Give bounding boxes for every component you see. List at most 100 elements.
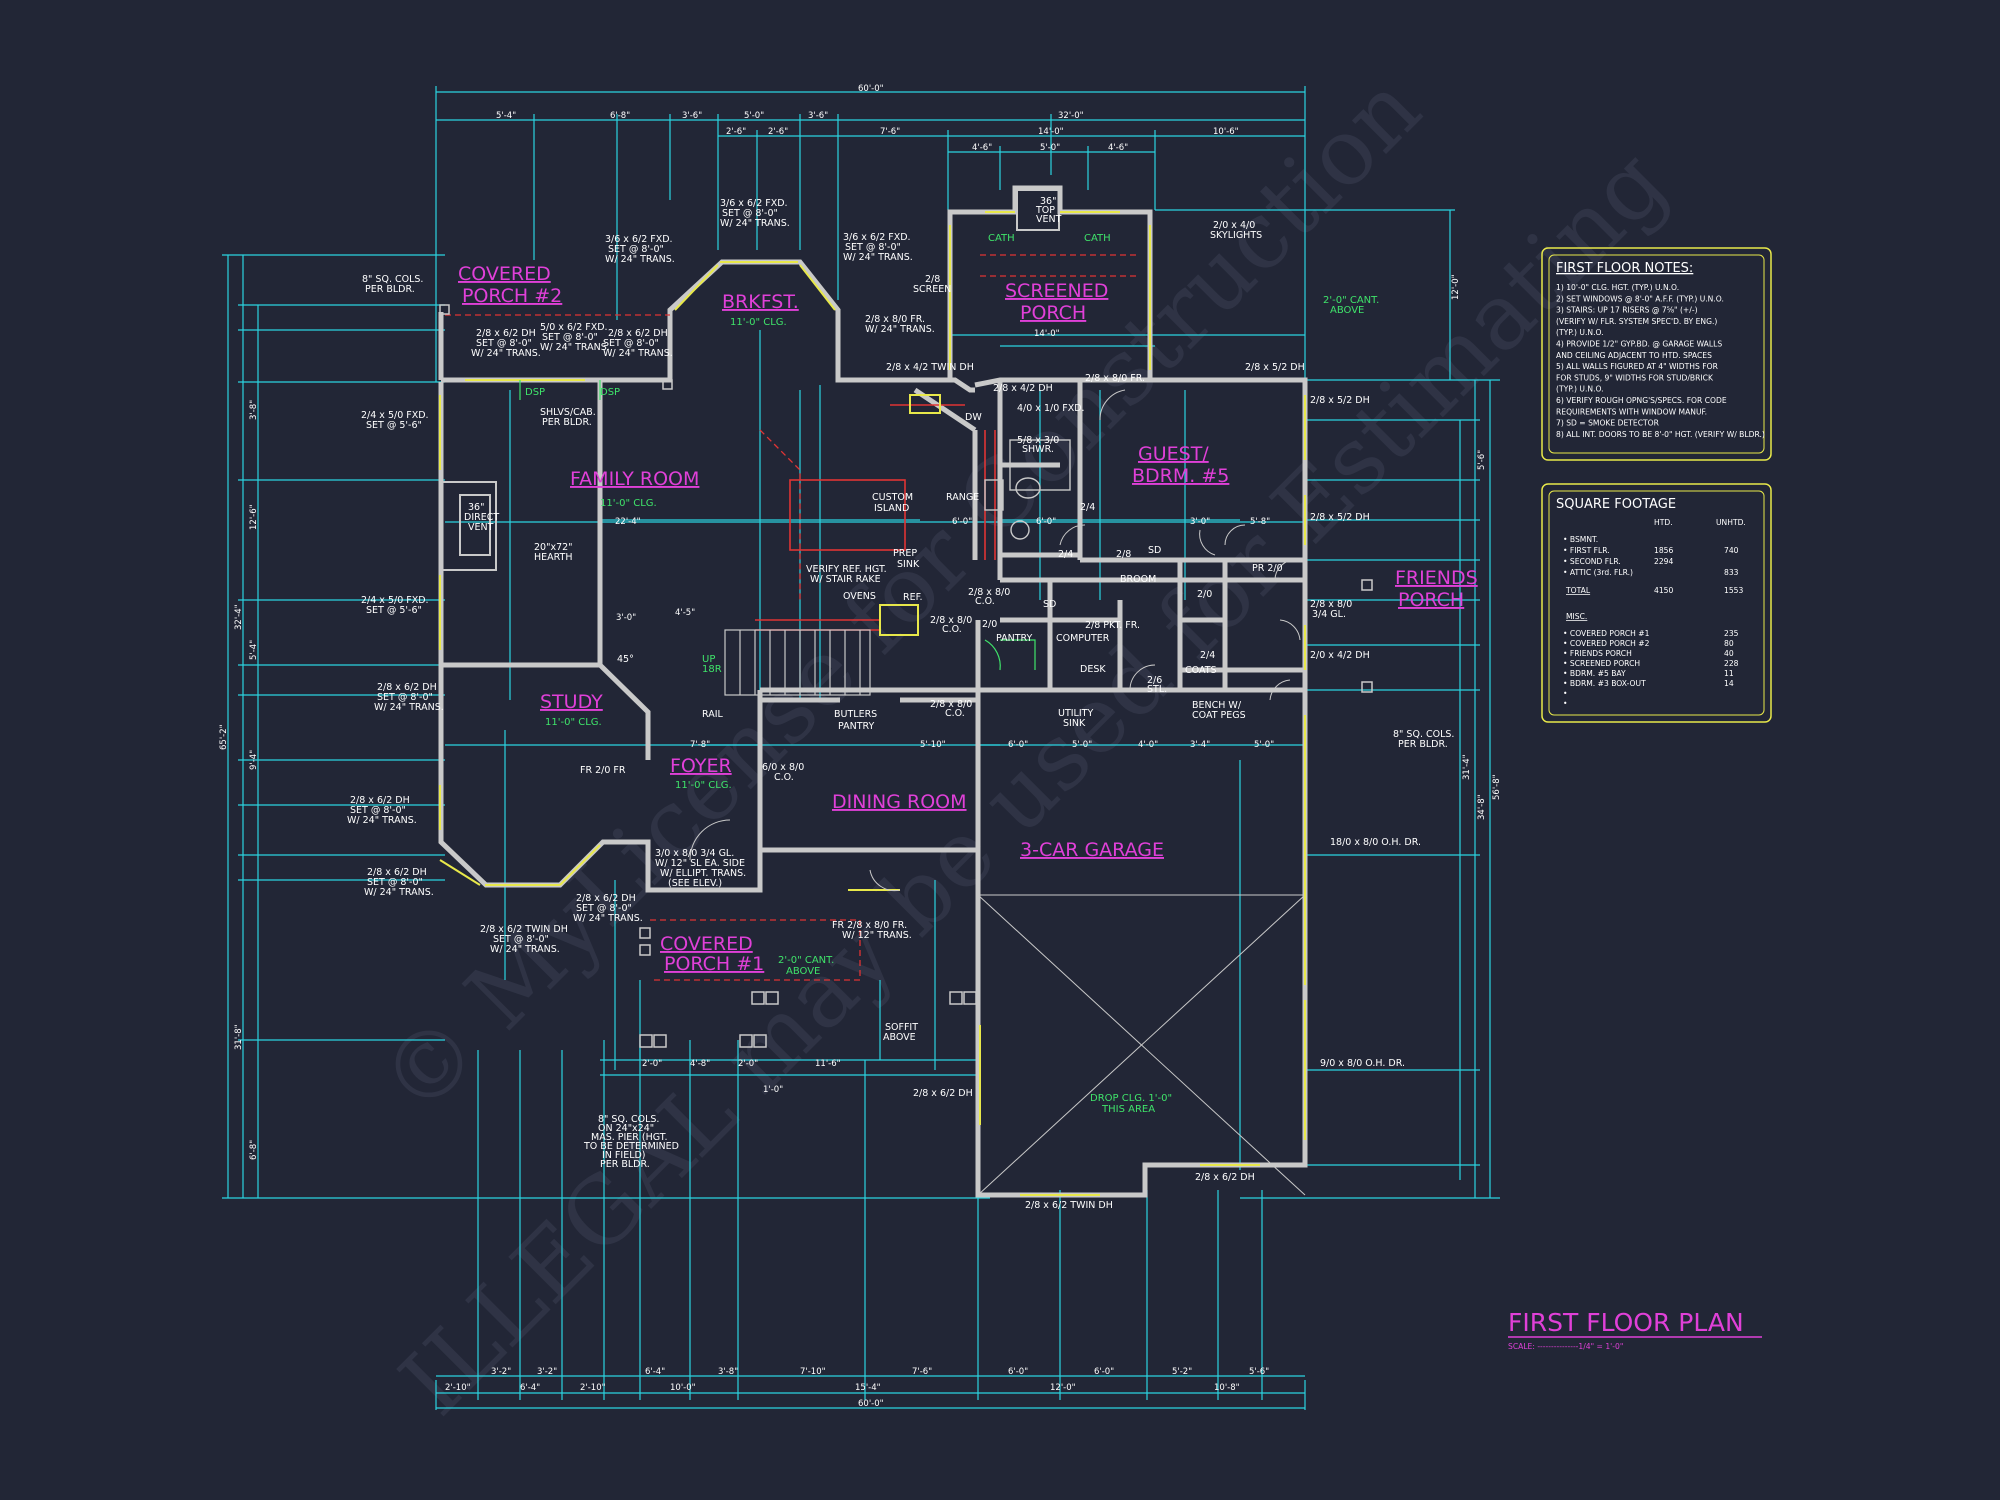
- sqft-total-unhtd: 1553: [1724, 586, 1743, 595]
- label-utility-sink: UTILITY: [1058, 708, 1093, 719]
- dim-top2-0: 2'-6": [726, 127, 746, 137]
- label-skylights-2: SKYLIGHTS: [1210, 230, 1262, 241]
- dim-bottom-9: 6'-0": [1094, 1367, 1114, 1377]
- label-guest-window-1: 2/8 x 5/2 DH: [1245, 362, 1305, 373]
- drawing-title-block: FIRST FLOOR PLAN SCALE: ---------------1…: [1508, 1308, 1762, 1351]
- note-line: (TYP.) U.N.O.: [1556, 385, 1604, 394]
- sqft-row-htd: 1856: [1654, 546, 1673, 555]
- room-covered-porch-1-line1: COVERED: [660, 933, 753, 955]
- dim-bottom2-1: 10'-0": [670, 1383, 696, 1393]
- label-desk: DESK: [1080, 664, 1106, 675]
- label-study-window-1c: W/ 24" TRANS.: [374, 702, 444, 713]
- label-door-2-0-a: 2/0: [1197, 589, 1212, 600]
- label-pier-4: TO BE DETERMINED: [583, 1141, 679, 1152]
- label-fam-window-1b: SET @ 8'-0": [542, 332, 598, 343]
- label-drop-clg: DROP CLG. 1'-0": [1090, 1093, 1172, 1104]
- dim-top-4: 3'-6": [808, 111, 828, 121]
- dim-bottom-11: 5'-6": [1249, 1367, 1269, 1377]
- label-pier-3: MAS. PIER (HGT.: [591, 1132, 668, 1143]
- garage-drop-ceiling-lines: [977, 894, 1306, 1196]
- label-top-vent-3: VENT: [1036, 214, 1062, 225]
- label-stl-2: STL.: [1147, 684, 1167, 695]
- annotation-labels: CUSTOM ISLAND RANGE PREP SINK VERIFY REF…: [347, 196, 1454, 1211]
- label-soffit-2: ABOVE: [883, 1032, 916, 1043]
- room-screened-porch-line2: PORCH: [1020, 302, 1086, 324]
- dim-int-8: 14'-0": [1034, 329, 1060, 339]
- dim-bottom-1: 3'-2": [491, 1367, 511, 1377]
- label-entry-door-1: 3/0 x 8/0 3/4 GL.: [655, 848, 734, 859]
- label-co-2b: C.O.: [942, 624, 962, 635]
- label-shelves-2: PER BLDR.: [542, 417, 592, 428]
- note-line: REQUIREMENTS WITH WINDOW MANUF.: [1556, 407, 1707, 416]
- label-door-2-4-c: 2/4: [1200, 650, 1215, 661]
- label-fxd-brk-right-3: W/ 24" TRANS.: [843, 252, 913, 263]
- label-fam-side-1b: SET @ 5'-6": [366, 420, 422, 431]
- dim-int-7: 7'-8": [690, 740, 710, 750]
- misc-row-label: • COVERED PORCH #2: [1563, 639, 1650, 648]
- label-sd-2: SD: [1043, 599, 1056, 610]
- label-sq-cols-porch2: 8" SQ. COLS.: [362, 274, 423, 285]
- label-fam-window-2: 2/8 x 6/2 DH: [476, 328, 536, 339]
- label-study-window-2c: W/ 24" TRANS.: [347, 815, 417, 826]
- label-bath-window: 2/8 x 4/2 DH: [993, 383, 1053, 394]
- label-ohdr-9: 9/0 x 8/0 O.H. DR.: [1320, 1058, 1405, 1069]
- dim-overall-left: 65'-2": [219, 724, 229, 750]
- label-bench: BENCH W/: [1192, 700, 1242, 711]
- dim-left-2: 6'-8": [249, 1140, 259, 1160]
- note-line: (TYP.) U.N.O.: [1556, 328, 1604, 337]
- label-sq-cols-right-2: PER BLDR.: [1398, 739, 1448, 750]
- dim-bottom-7: 7'-6": [912, 1367, 932, 1377]
- windows: [439, 211, 1306, 1196]
- label-fam-window-3c: W/ 24" TRANS.: [603, 348, 673, 359]
- dim-left-6: 3'-8": [249, 400, 259, 420]
- label-study-twin: 2/8 x 6/2 TWIN DH: [480, 924, 568, 935]
- misc-row-label: • COVERED PORCH #1: [1563, 629, 1650, 638]
- label-fam-window-3: 2/8 x 6/2 DH: [608, 328, 668, 339]
- label-fr-brk: 2/8 x 8/0 FR.: [865, 314, 925, 325]
- label-pantry: PANTRY: [996, 633, 1033, 644]
- label-twin-dh-kitchen: 2/8 x 4/2 TWIN DH: [886, 362, 974, 373]
- label-stl: 2/6: [1147, 675, 1162, 686]
- label-door-2-8: 2/8: [1116, 549, 1131, 560]
- dim-bottom-6: 7'-10": [800, 1367, 826, 1377]
- stairs: [724, 629, 871, 696]
- label-custom-island-2: ISLAND: [874, 503, 909, 514]
- dim-bottom2-3: 12'-0": [1050, 1383, 1076, 1393]
- label-cant-porch1-2: ABOVE: [786, 966, 820, 977]
- label-direct-vent-2: DIRECT: [464, 512, 499, 523]
- columns: [439, 304, 1373, 1048]
- dim-int-3: 3'-0": [1190, 517, 1210, 527]
- dim-right-2: 31'-4": [1462, 754, 1472, 780]
- dim-right-4: 5'-6": [1477, 450, 1487, 470]
- label-friends-door: 2/8 x 8/0: [1310, 599, 1352, 610]
- label-fam-window-1: 5/0 x 6/2 FXD.: [540, 322, 608, 333]
- note-line: AND CEILING ADJACENT TO HTD. SPACES: [1556, 351, 1712, 360]
- dim-left-4: 5'-4": [249, 640, 259, 660]
- drawing-title: FIRST FLOOR PLAN: [1508, 1308, 1744, 1337]
- label-screen-2: SCREEN: [913, 284, 951, 295]
- room-brkfst-ceiling: 11'-0" CLG.: [730, 317, 787, 328]
- label-prep-sink: PREP: [893, 548, 917, 559]
- label-study-twin-c: W/ 24" TRANS.: [490, 944, 560, 955]
- label-study-window-3: 2/8 x 6/2 DH: [367, 867, 427, 878]
- label-bench-2: COAT PEGS: [1192, 710, 1246, 721]
- label-pier-5: IN FIELD): [602, 1150, 646, 1161]
- misc-row-label: •: [1563, 689, 1567, 698]
- note-line: FOR STUDS, 9" WIDTHS FOR STUD/BRICK: [1556, 373, 1714, 382]
- sqft-row-label: • FIRST FLR.: [1563, 546, 1610, 555]
- door-arcs: [689, 389, 1301, 892]
- dim-bottom2-0: 6'-4": [520, 1383, 540, 1393]
- dim-overall-top: 60'-0": [858, 84, 884, 94]
- label-fxd-brk-left: 3/6 x 6/2 FXD.: [605, 234, 673, 245]
- label-skylights: 2/0 x 4/0: [1213, 220, 1255, 231]
- label-range: RANGE: [946, 492, 979, 503]
- drawing-scale: SCALE: ---------------1/4" = 1'-0": [1508, 1342, 1623, 1351]
- label-bath-fxd: 4/0 x 1/0 FXD.: [1017, 403, 1085, 414]
- label-fam-side-2: 2/4 x 5/0 FXD.: [361, 595, 429, 606]
- dim-top-1: 6'-8": [610, 111, 630, 121]
- label-fxd-brk-center-3: W/ 24" TRANS.: [720, 218, 790, 229]
- label-fxd-brk-center: 3/6 x 6/2 FXD.: [720, 198, 788, 209]
- label-fr-foyer: FR 2/0 FR: [580, 765, 626, 776]
